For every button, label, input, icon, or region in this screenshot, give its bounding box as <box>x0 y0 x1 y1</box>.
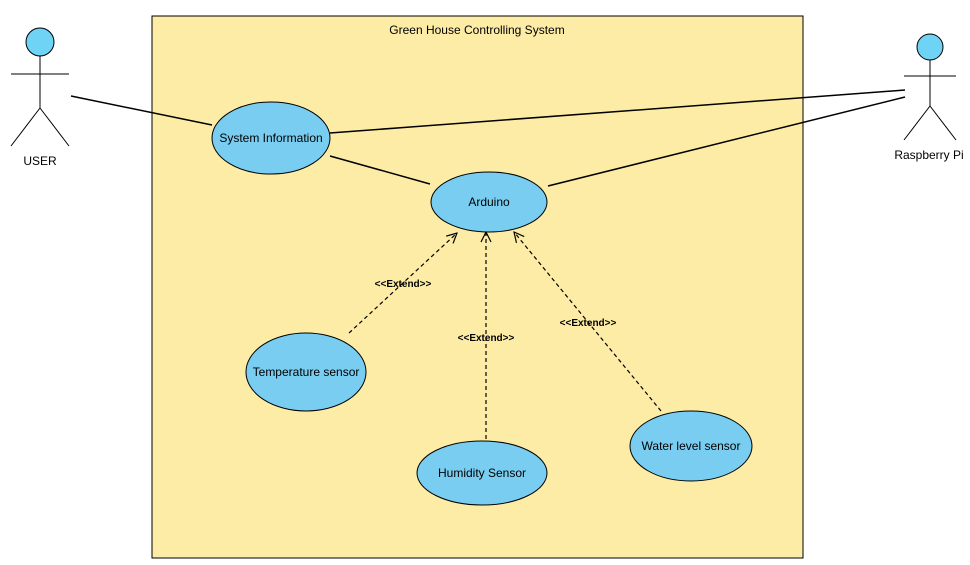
extend-label-water-level: <<Extend>> <box>560 318 617 329</box>
use-case-temperature-sensor-label: Temperature sensor <box>253 365 360 379</box>
extend-label-humidity: <<Extend>> <box>458 333 515 344</box>
use-case-humidity-sensor-label: Humidity Sensor <box>438 466 526 480</box>
use-case-arduino-label: Arduino <box>468 195 510 209</box>
extend-label-temperature: <<Extend>> <box>375 279 432 290</box>
association-user-system-info <box>70 95 213 126</box>
actor-user-label: USER <box>23 154 57 168</box>
actor-raspberry-pi-head <box>916 33 944 61</box>
association-raspberry-arduino <box>547 96 906 187</box>
use-case-temperature-sensor[interactable]: Temperature sensor <box>245 332 367 412</box>
association-system-info-arduino <box>329 155 431 185</box>
use-case-system-information[interactable]: System Information <box>211 101 331 175</box>
use-case-water-level-sensor[interactable]: Water level sensor <box>629 410 753 482</box>
use-case-system-information-label: System Information <box>219 131 322 145</box>
actor-raspberry-pi-label: Raspberry Pi <box>894 148 963 162</box>
extend-water-level-arduino <box>514 232 662 412</box>
system-title: Green House Controlling System <box>389 23 564 37</box>
use-case-humidity-sensor[interactable]: Humidity Sensor <box>416 440 548 506</box>
use-case-water-level-sensor-label: Water level sensor <box>642 439 741 453</box>
actor-user-head <box>25 27 55 57</box>
use-case-arduino[interactable]: Arduino <box>430 171 548 233</box>
actor-user[interactable]: USER <box>10 27 70 168</box>
actor-raspberry-pi[interactable]: Raspberry Pi <box>894 33 964 162</box>
association-raspberry-system-info <box>329 89 906 134</box>
extend-temperature-arduino <box>348 233 457 334</box>
